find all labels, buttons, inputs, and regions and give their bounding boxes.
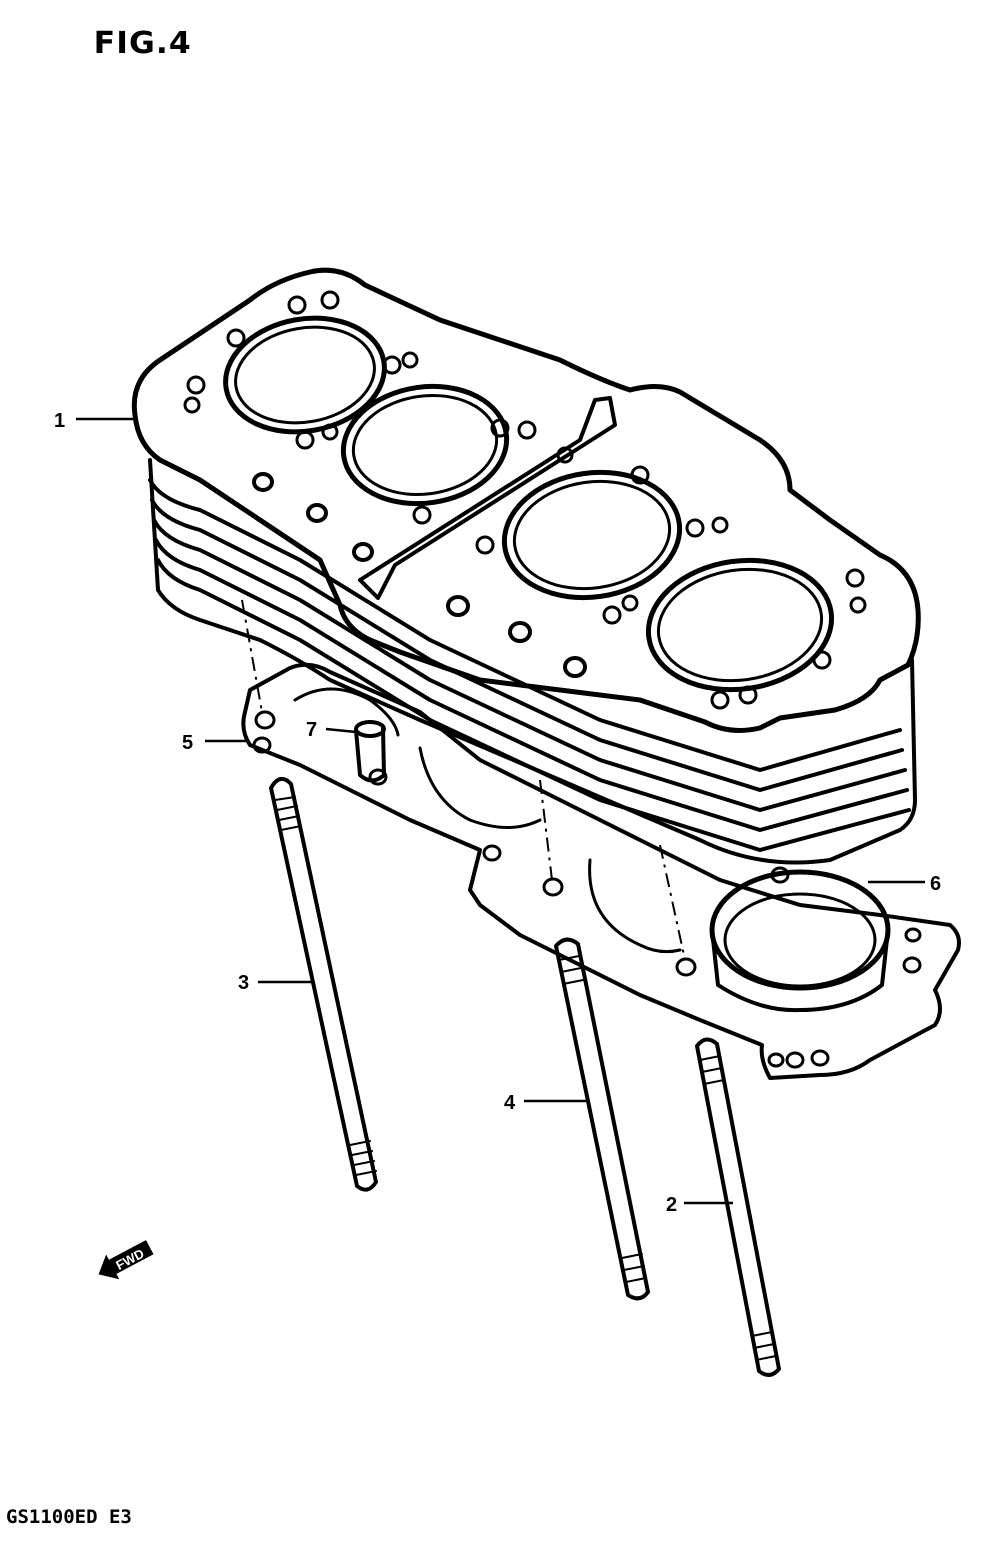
- side-bolt-holes: [252, 472, 587, 678]
- cylinder-block: [131, 267, 921, 865]
- cylinder-top-deck: [131, 267, 921, 733]
- callout-1: 1: [54, 410, 65, 432]
- cylinder-bore-1: [223, 315, 387, 435]
- model-code: GS1100ED E3: [6, 1506, 132, 1528]
- callout-3: 3: [238, 972, 249, 994]
- callout-5: 5: [182, 732, 193, 754]
- dowel-pin: [354, 720, 386, 783]
- callout-leaders: [76, 417, 925, 1205]
- figure-title: FIG.4: [93, 26, 192, 61]
- center-rib: [358, 396, 617, 600]
- callout-6: 6: [930, 873, 941, 895]
- fwd-label: FWD: [113, 1246, 146, 1273]
- stud-bolt-2: [695, 1037, 781, 1377]
- stud-bolt-4: [554, 937, 650, 1301]
- callout-7: 7: [306, 719, 317, 741]
- cylinder-fins: [148, 458, 917, 865]
- fwd-arrow-icon: FWD: [98, 1240, 154, 1280]
- stud-bolt-3: [269, 776, 378, 1192]
- callout-4: 4: [504, 1092, 516, 1114]
- cylinder-base-gasket: [241, 662, 961, 1080]
- alignment-lines: [241, 599, 686, 961]
- deck-bolt-holes: [183, 290, 867, 710]
- o-ring: [709, 869, 891, 1013]
- cylinder-bore-3: [501, 469, 683, 601]
- callout-2: 2: [666, 1194, 677, 1216]
- cylinder-bore-4: [645, 557, 835, 693]
